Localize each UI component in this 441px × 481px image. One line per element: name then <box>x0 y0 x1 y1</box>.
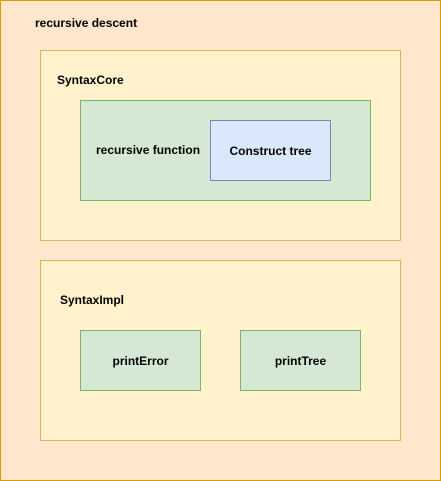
print-tree-label: printTree <box>274 353 327 368</box>
recursive-function-label: recursive function <box>96 143 201 157</box>
construct-tree-label: Construct tree <box>229 143 312 158</box>
print-error-box: printError <box>80 330 201 391</box>
print-error-label: printError <box>112 353 169 368</box>
construct-tree-box: Construct tree <box>210 120 331 181</box>
syntax-core-title: SyntaxCore <box>57 73 124 87</box>
recursive-descent-title: recursive descent <box>35 16 138 30</box>
print-tree-box: printTree <box>240 330 361 391</box>
syntax-impl-title: SyntaxImpl <box>60 293 125 307</box>
